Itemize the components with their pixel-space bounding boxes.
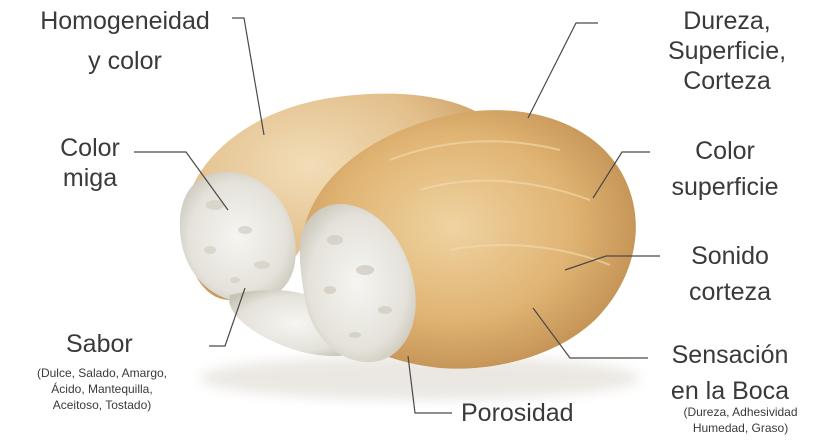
label-homogeneidad: Homogeneidad y color (18, 6, 232, 76)
label-color-superficie: Color superficie (650, 136, 800, 202)
label-sonido-corteza: Sonido corteza (660, 241, 800, 307)
label-dureza: Dureza, Superficie, Corteza (652, 6, 802, 96)
label-sabor: Sabor (66, 329, 133, 359)
leader-dureza (528, 23, 598, 118)
label-sensacion: Sensación en la Boca (650, 340, 810, 406)
label-color-miga: Color miga (40, 133, 140, 193)
label-sensacion-detail: (Dureza, Adhesividad Humedad, Graso) (660, 404, 821, 436)
label-porosidad: Porosidad (461, 398, 574, 428)
leader-homogeneidad (232, 18, 264, 135)
label-sabor-detail: (Dulce, Salado, Amargo, Ácido, Mantequil… (2, 365, 202, 414)
